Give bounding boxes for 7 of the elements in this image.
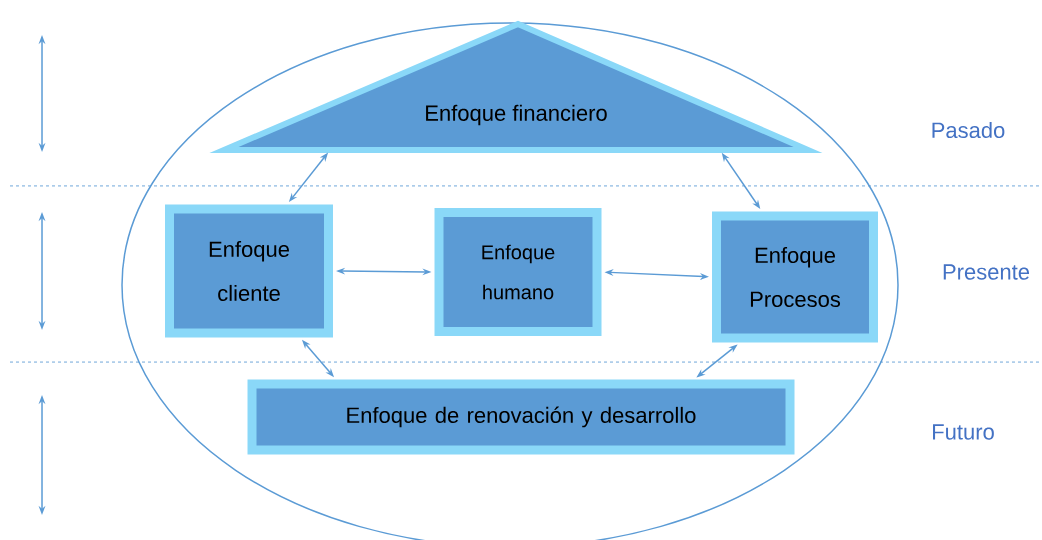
period-label: Futuro	[933, 424, 994, 440]
process-box: Enfoque humano	[434, 208, 602, 336]
process-box: Enfoque Procesos	[712, 211, 878, 343]
period-label: Presente	[943, 264, 1030, 280]
period-label: Pasado	[932, 121, 1005, 139]
process-box: Enfoque de renovación y desarrollo	[247, 379, 795, 455]
process-box: Enfoque cliente	[165, 204, 333, 338]
